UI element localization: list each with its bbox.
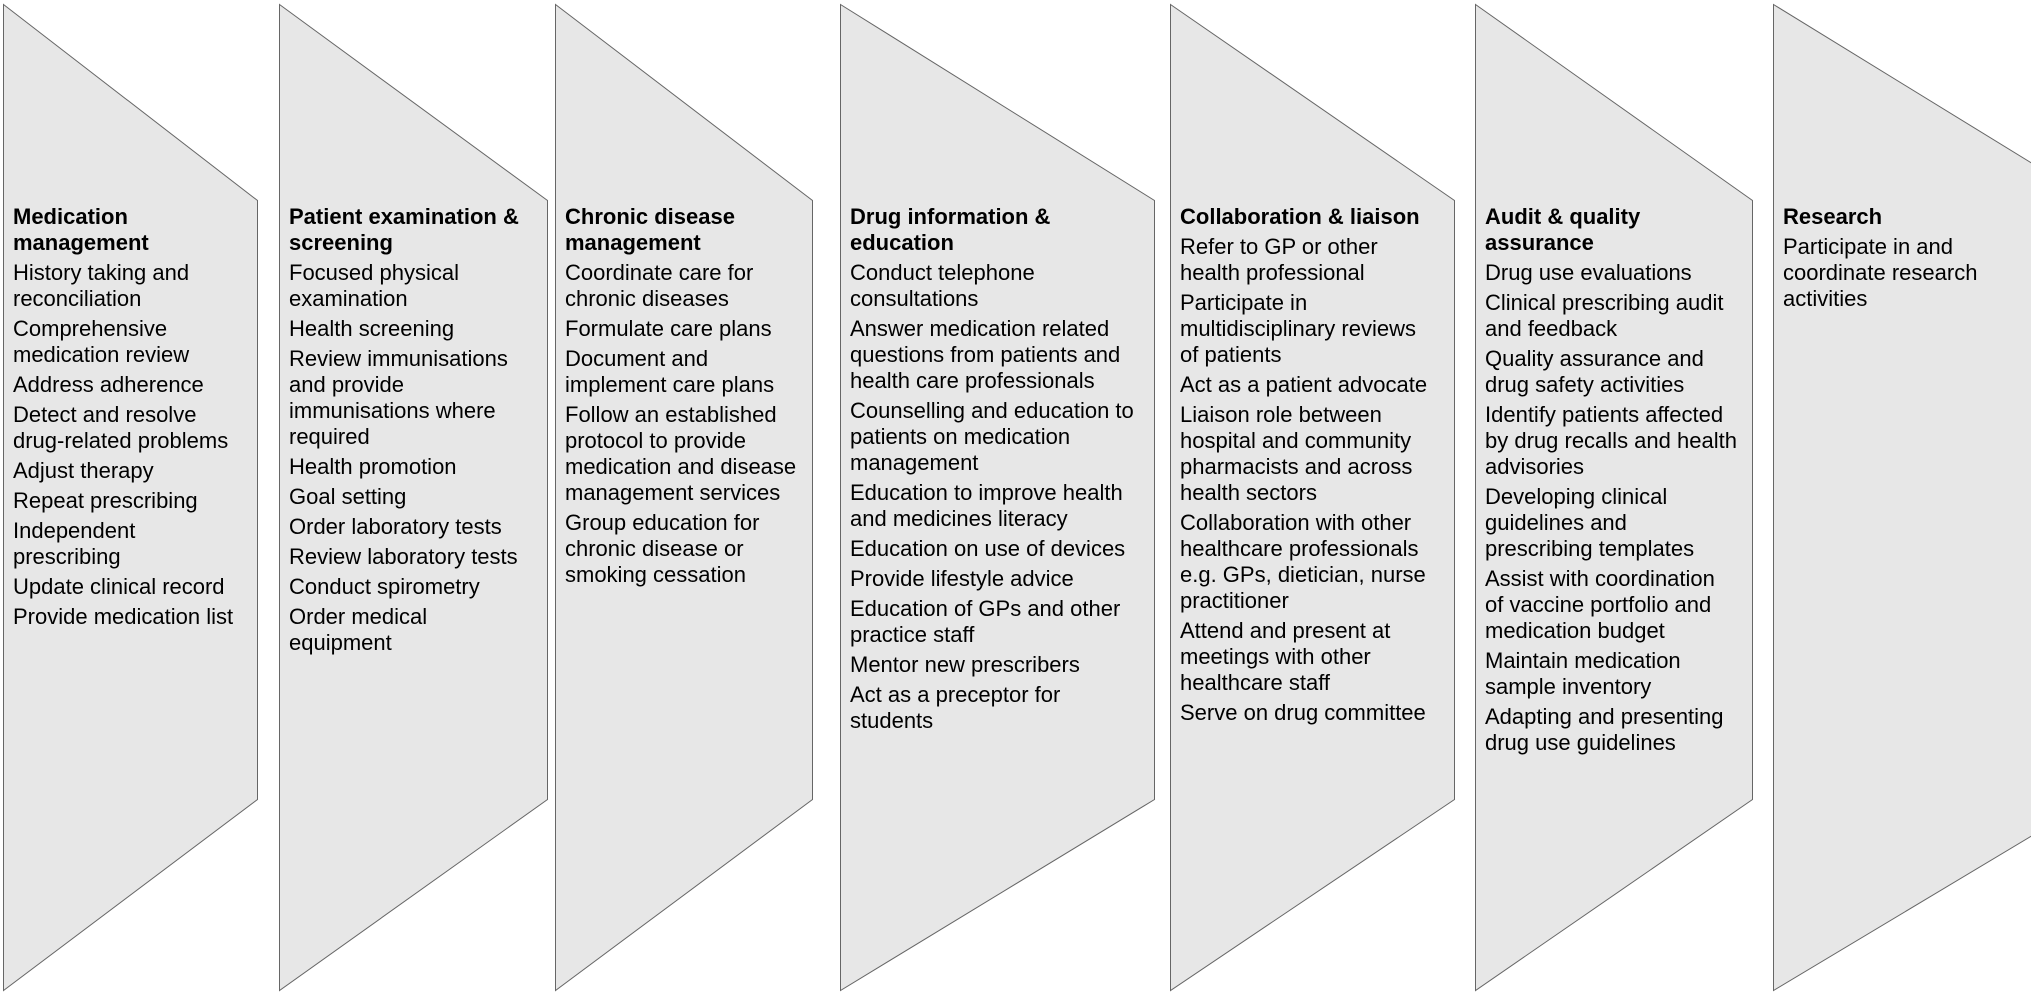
list-item: Act as a patient advocate: [1180, 372, 1428, 397]
list-item: Provide lifestyle advice: [850, 566, 1074, 591]
list-item: Comprehensive medication review: [13, 316, 190, 367]
list-item: Review laboratory tests: [289, 544, 518, 569]
arrow-shape: [279, 3, 548, 992]
list-item: Answer medication related questions from…: [850, 316, 1121, 393]
pillar-drug-information-education: Drug information & education Conduct tel…: [840, 3, 1155, 992]
list-item: Health screening: [289, 316, 455, 341]
list-item: Drug use evaluations: [1485, 260, 1692, 285]
list-item: Focused physical examination: [289, 260, 459, 311]
list-item: Counselling and education to patients on…: [850, 398, 1134, 475]
list-item: Collaboration with other healthcare prof…: [1180, 510, 1426, 613]
list-item: Identify patients affected by drug recal…: [1485, 402, 1737, 479]
pillar-title: Drug information & education: [850, 204, 1051, 255]
list-item: Education on use of devices: [850, 536, 1126, 561]
pillar-content: Research Participate in and coordinate r…: [1783, 204, 2023, 316]
list-item: Coordinate care for chronic diseases: [565, 260, 754, 311]
list-item: Liaison role between hospital and commun…: [1180, 402, 1413, 505]
arrow-shape: [1170, 3, 1455, 992]
list-item: Health promotion: [289, 454, 457, 479]
pillar-items: Refer to GP or other health professional…: [1180, 234, 1439, 726]
pillar-title: Chronic disease management: [565, 204, 735, 255]
pillar-patient-examination-screening: Patient examination & screening Focused …: [279, 3, 548, 992]
pillar-title: Collaboration & liaison: [1180, 204, 1420, 229]
list-item: Follow an established protocol to provid…: [565, 402, 797, 505]
list-item: Clinical prescribing audit and feedback: [1485, 290, 1724, 341]
list-item: Conduct telephone consultations: [850, 260, 1035, 311]
pillar-content: Audit & quality assurance Drug use evalu…: [1485, 204, 1737, 760]
list-item: Adjust therapy: [13, 458, 154, 483]
pillar-title: Patient examination & screening: [289, 204, 519, 255]
list-item: Education of GPs and other practice staf…: [850, 596, 1121, 647]
pillar-content: Collaboration & liaison Refer to GP or o…: [1180, 204, 1439, 730]
pillar-content: Patient examination & screening Focused …: [289, 204, 532, 660]
arrow-shape: [1773, 3, 2031, 992]
list-item: Developing clinical guidelines and presc…: [1485, 484, 1695, 561]
arrow-shape: [1475, 3, 1753, 992]
pillar-collaboration-liaison: Collaboration & liaison Refer to GP or o…: [1170, 3, 1455, 992]
pillar-title: Research: [1783, 204, 1883, 229]
list-item: Order medical equipment: [289, 604, 428, 655]
list-item: Provide medication list: [13, 604, 234, 629]
list-item: Participate in and coordinate research a…: [1783, 234, 1978, 311]
list-item: Order laboratory tests: [289, 514, 502, 539]
list-item: Independent prescribing: [13, 518, 136, 569]
list-item: Repeat prescribing: [13, 488, 198, 513]
list-item: Review immunisations and provide immunis…: [289, 346, 508, 449]
list-item: Formulate care plans: [565, 316, 772, 341]
list-item: Adapting and presenting drug use guideli…: [1485, 704, 1724, 755]
list-item: Assist with coordination of vaccine port…: [1485, 566, 1715, 643]
list-item: Education to improve health and medicine…: [850, 480, 1123, 531]
list-item: Serve on drug committee: [1180, 700, 1426, 725]
pillar-audit-quality-assurance: Audit & quality assurance Drug use evalu…: [1475, 3, 1753, 992]
list-item: Refer to GP or other health professional: [1180, 234, 1378, 285]
list-item: Maintain medication sample inventory: [1485, 648, 1681, 699]
pillar-content: Medication management History taking and…: [13, 204, 242, 634]
pillar-medication-management: Medication management History taking and…: [3, 3, 258, 992]
pillar-title: Medication management: [13, 204, 149, 255]
list-item: Goal setting: [289, 484, 407, 509]
list-item: Act as a preceptor for students: [850, 682, 1061, 733]
pillar-content: Drug information & education Conduct tel…: [850, 204, 1139, 738]
arrow-shape: [3, 3, 258, 992]
pillar-items: Participate in and coordinate research a…: [1783, 234, 2023, 312]
list-item: Participate in multidisciplinary reviews…: [1180, 290, 1416, 367]
arrow-shape: [840, 3, 1155, 992]
pillar-title: Audit & quality assurance: [1485, 204, 1641, 255]
list-item: Group education for chronic disease or s…: [565, 510, 760, 587]
list-item: Address adherence: [13, 372, 204, 397]
pillar-research: Research Participate in and coordinate r…: [1773, 3, 2031, 992]
list-item: Mentor new prescribers: [850, 652, 1080, 677]
list-item: Document and implement care plans: [565, 346, 775, 397]
list-item: Quality assurance and drug safety activi…: [1485, 346, 1704, 397]
list-item: Update clinical record: [13, 574, 225, 599]
list-item: Attend and present at meetings with othe…: [1180, 618, 1391, 695]
list-item: History taking and reconciliation: [13, 260, 190, 311]
list-item: Conduct spirometry: [289, 574, 480, 599]
pillar-content: Chronic disease management Coordinate ca…: [565, 204, 797, 592]
list-item: Detect and resolve drug-related problems: [13, 402, 229, 453]
arrow-shape: [555, 3, 813, 992]
pillar-chronic-disease-management: Chronic disease management Coordinate ca…: [555, 3, 813, 992]
